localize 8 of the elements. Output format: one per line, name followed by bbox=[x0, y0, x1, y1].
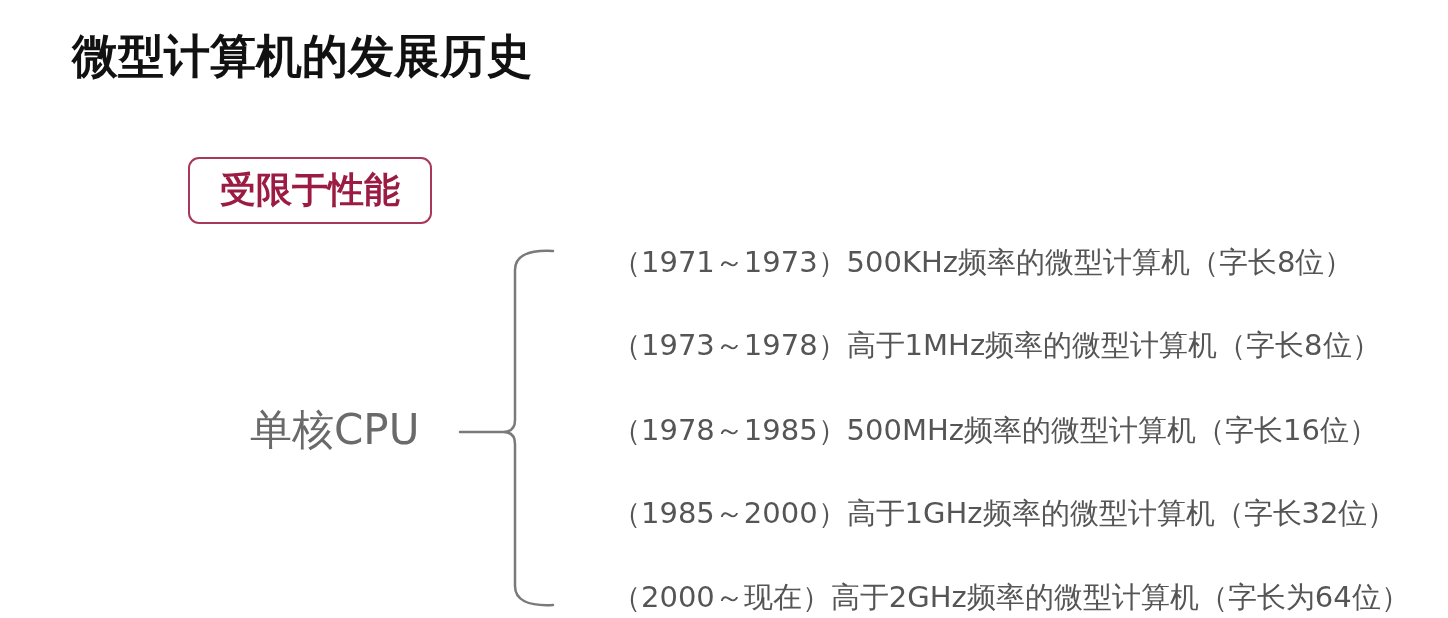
list-item-text: （1978～1985）500MHz频率的微型计算机（字长16位） bbox=[612, 412, 1378, 449]
list-item-text: （2000～现在）高于2GHz频率的微型计算机（字长为64位） bbox=[612, 579, 1410, 616]
tag-box: 受限于性能 bbox=[188, 157, 432, 224]
list-item-text: （1985～2000）高于1GHz频率的微型计算机（字长32位） bbox=[612, 495, 1397, 532]
page-title: 微型计算机的发展历史 bbox=[72, 28, 532, 85]
list-item-text: （1973～1978）高于1MHz频率的微型计算机（字长8位） bbox=[612, 327, 1381, 364]
branch-label: 单核CPU bbox=[250, 404, 420, 456]
list-item-text: （1971～1973）500KHz频率的微型计算机（字长8位） bbox=[612, 244, 1354, 281]
